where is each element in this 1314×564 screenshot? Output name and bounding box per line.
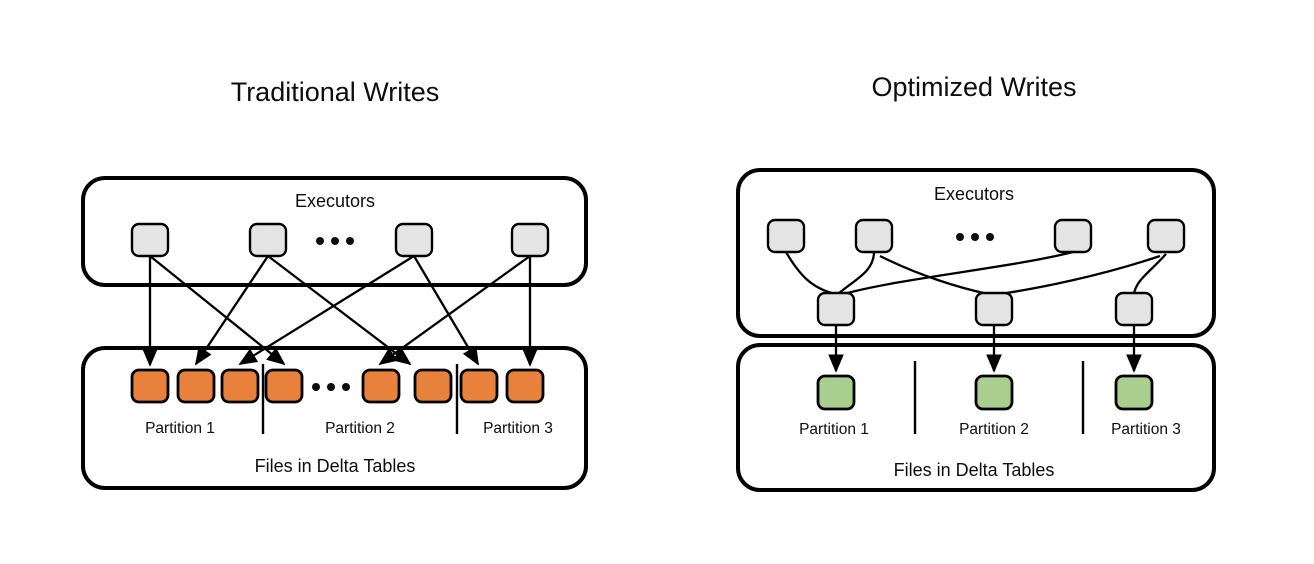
file-node-5-traditional[interactable] — [361, 368, 401, 404]
write-arrow-5 — [238, 255, 415, 365]
panel-title-traditional: Traditional Writes — [231, 77, 440, 107]
write-arrows-optimized — [828, 325, 1142, 373]
executor-node-2-optimized[interactable] — [854, 218, 894, 254]
executor-node-1-traditional[interactable] — [130, 222, 170, 258]
executors-label-optimized: Executors — [934, 184, 1014, 204]
file-node-1-traditional[interactable] — [130, 368, 170, 404]
shuffle-links-optimized — [785, 250, 1167, 297]
file-node-4-traditional[interactable] — [264, 368, 304, 404]
write-arrow-2 — [149, 255, 286, 366]
write-arrow-7 — [378, 255, 531, 366]
file-node-7-traditional[interactable] — [459, 368, 499, 404]
file-node-2-optimized[interactable] — [974, 374, 1014, 411]
write-arrow-3 — [194, 255, 269, 366]
shuffle-link-6 — [1132, 253, 1167, 295]
shuffle-link-2 — [837, 251, 876, 295]
executors-container-optimized — [736, 168, 1216, 338]
executors-ellipsis-optimized — [956, 233, 994, 241]
file-node-3-optimized[interactable] — [1114, 374, 1154, 411]
executor-node-3-traditional[interactable] — [394, 222, 434, 258]
partition-label-2-optimized: Partition 2 — [959, 421, 1029, 438]
panel-optimized-writes: Optimized Writes Executors — [736, 72, 1216, 492]
files-label-optimized: Files in Delta Tables — [894, 460, 1055, 480]
write-arrow-6 — [413, 255, 479, 366]
file-node-8-traditional[interactable] — [505, 368, 545, 404]
write-arrow-4 — [267, 255, 412, 366]
files-container-optimized — [736, 343, 1216, 492]
partition-label-3-traditional: Partition 3 — [483, 420, 553, 437]
panel-traditional-writes: Traditional Writes Executors Files in De… — [81, 77, 588, 490]
executors-container-traditional — [81, 176, 588, 287]
executors-label-traditional: Executors — [295, 191, 375, 211]
file-node-3-traditional[interactable] — [220, 368, 260, 404]
shuffle-node-3-optimized[interactable] — [1114, 291, 1154, 327]
shuffle-link-3 — [839, 250, 1074, 297]
file-node-6-traditional[interactable] — [413, 368, 453, 404]
panel-title-optimized: Optimized Writes — [871, 72, 1076, 102]
executor-node-1-optimized[interactable] — [766, 218, 806, 254]
executor-node-3-optimized[interactable] — [1053, 218, 1093, 254]
shuffle-node-1-optimized[interactable] — [816, 291, 856, 327]
file-node-1-optimized[interactable] — [816, 374, 856, 411]
shuffle-link-4 — [879, 254, 989, 296]
executor-node-4-traditional[interactable] — [510, 222, 550, 258]
partition-label-1-optimized: Partition 1 — [799, 421, 869, 438]
files-ellipsis-traditional — [312, 383, 350, 391]
file-node-2-traditional[interactable] — [176, 368, 216, 404]
files-label-traditional: Files in Delta Tables — [255, 456, 416, 476]
executor-node-2-traditional[interactable] — [248, 222, 288, 258]
executors-ellipsis-traditional — [316, 237, 354, 245]
partition-label-3-optimized: Partition 3 — [1111, 421, 1181, 438]
shuffle-link-5 — [999, 254, 1161, 296]
partition-label-1-traditional: Partition 1 — [145, 420, 215, 437]
partition-label-2-traditional: Partition 2 — [325, 420, 395, 437]
shuffle-node-2-optimized[interactable] — [974, 291, 1014, 327]
executor-node-4-optimized[interactable] — [1146, 218, 1186, 254]
write-arrows-traditional — [142, 255, 538, 367]
